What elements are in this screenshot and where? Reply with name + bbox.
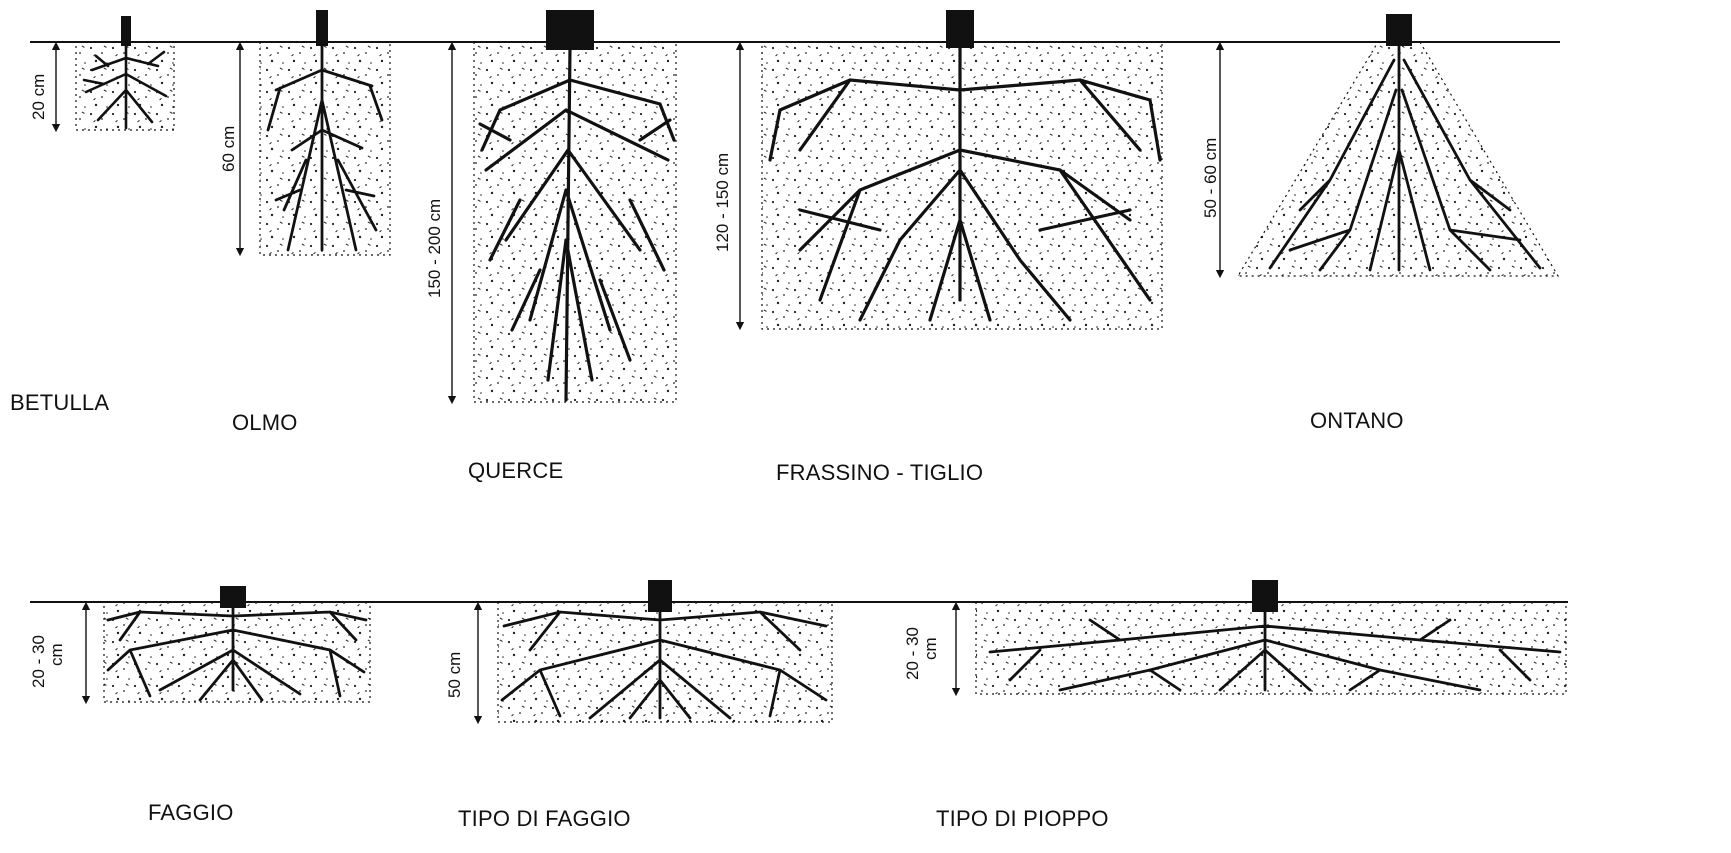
querce-root-system: 150 - 200 cm [425, 10, 676, 402]
betulla-depth-label: 20 cm [29, 74, 48, 120]
frassino-tiglio-caption: FRASSINO - TIGLIO [776, 460, 983, 486]
frassino-tiglio-root-system: 120 - 150 cm [713, 10, 1162, 329]
tipo-pioppo-caption: TIPO DI PIOPPO [936, 806, 1109, 832]
frassino-tiglio-depth-label: 120 - 150 cm [713, 153, 732, 252]
tipo-pioppo-depth-label-2: cm [921, 637, 940, 660]
faggio-root-system: 20 - 30 cm [29, 586, 370, 702]
tipo-pioppo-depth-label-1: 20 - 30 [903, 627, 922, 680]
betulla-caption: BETULLA [10, 390, 109, 416]
betulla-root-system: 20 cm [29, 16, 174, 130]
tipo-pioppo-root-system: 20 - 30 cm [903, 580, 1566, 694]
querce-depth-label: 150 - 200 cm [425, 199, 444, 298]
olmo-depth-label: 60 cm [219, 126, 238, 172]
ontano-root-system: 50 - 60 cm [1201, 14, 1558, 276]
ontano-caption: ONTANO [1310, 408, 1404, 434]
tipo-faggio-depth-label: 50 cm [445, 652, 464, 698]
olmo-caption: OLMO [232, 410, 298, 436]
querce-caption: QUERCE [468, 458, 563, 484]
ontano-depth-label: 50 - 60 cm [1201, 138, 1220, 218]
olmo-root-system: 60 cm [219, 10, 390, 255]
tipo-faggio-caption: TIPO DI FAGGIO [458, 806, 631, 832]
faggio-depth-label-1: 20 - 30 [29, 635, 48, 688]
faggio-caption: FAGGIO [148, 800, 234, 826]
faggio-depth-label-2: cm [47, 643, 66, 666]
